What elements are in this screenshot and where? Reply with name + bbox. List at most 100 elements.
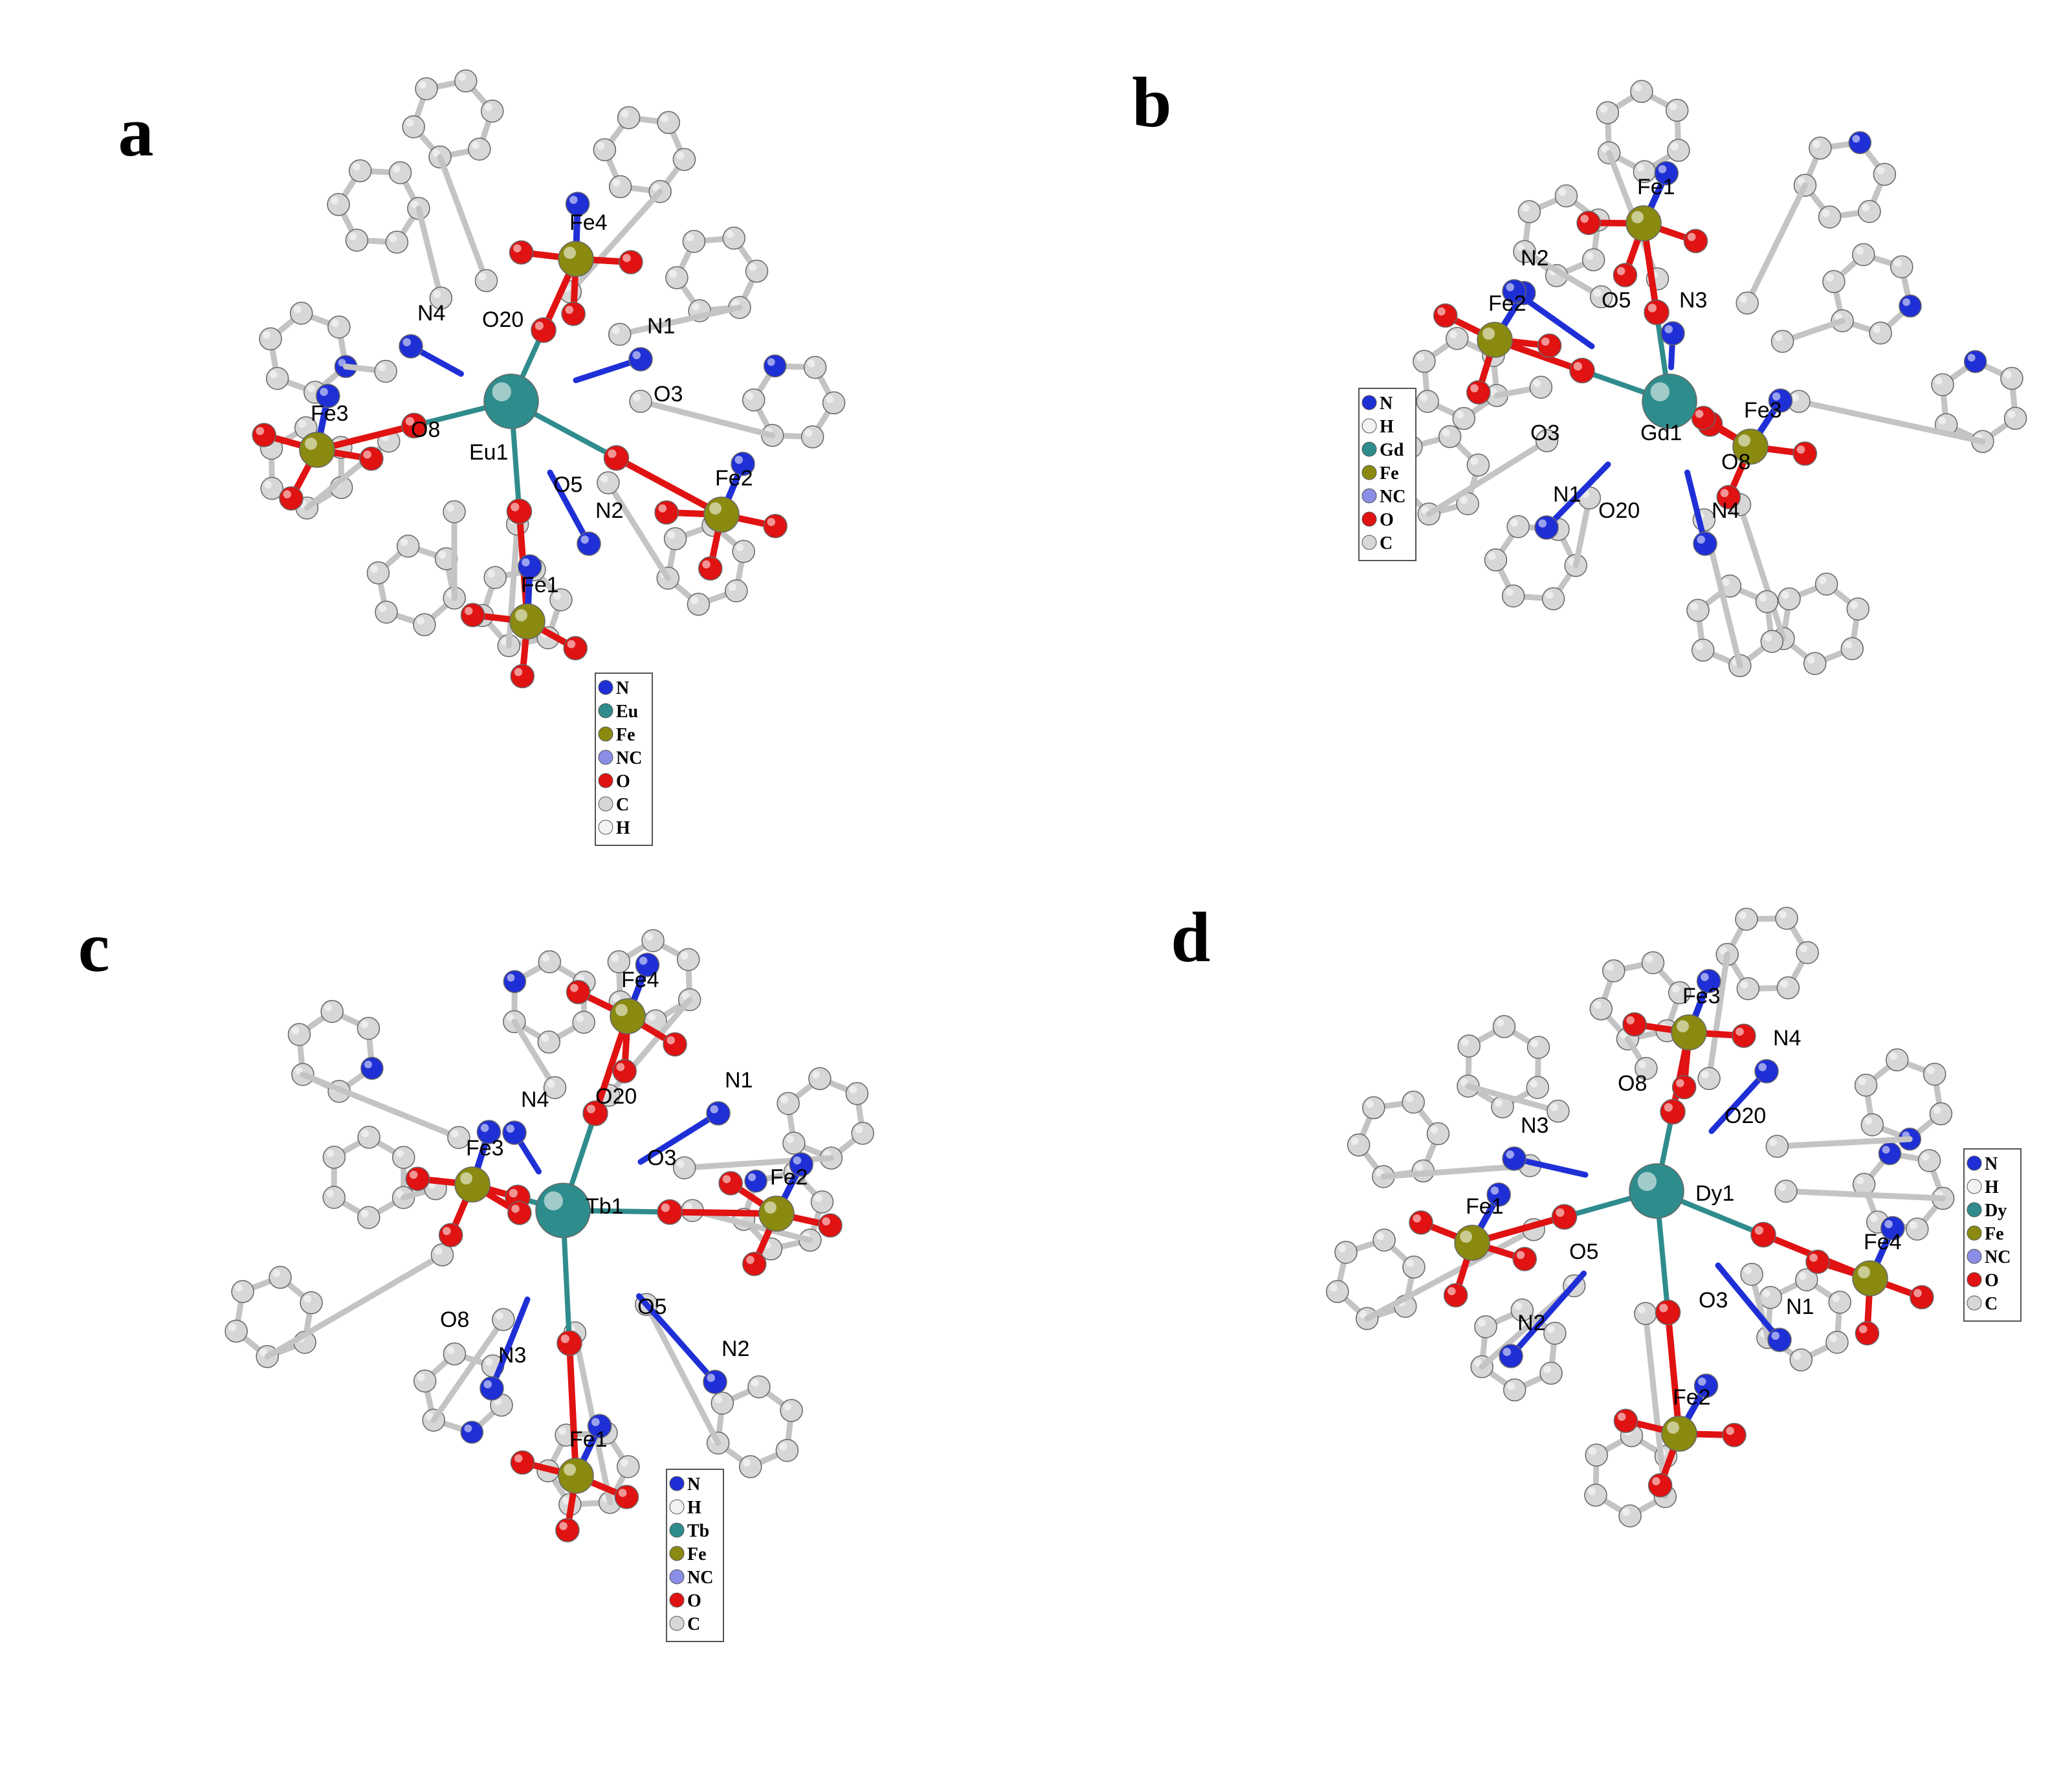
carbon-atom-highlight (378, 363, 386, 372)
oxygen-atom-highlight (283, 490, 292, 499)
atom-label-fe1: Fe1 (521, 573, 559, 597)
carbon-atom (1547, 1099, 1570, 1123)
carbon-atom (722, 227, 745, 250)
carbon-atom (572, 1010, 595, 1034)
n-o-bond (1543, 462, 1611, 531)
nitrogen-atom (1848, 131, 1872, 155)
carbon-atom-highlight (361, 1129, 369, 1138)
carbon-atom-highlight (749, 263, 757, 271)
iron-atom (758, 1196, 795, 1232)
carbon-atom-highlight (433, 290, 441, 298)
oxygen-atom-highlight (464, 606, 473, 616)
carbon-atom (1585, 1443, 1608, 1467)
carbon-atom-highlight (1829, 1334, 1837, 1342)
linker-bond (1426, 438, 1550, 517)
legend-label-o: O (616, 772, 630, 792)
n-o-bond (547, 469, 592, 547)
carbon-atom-highlight (1769, 1139, 1778, 1146)
carbon-atom-highlight (1778, 1183, 1786, 1192)
carbon-atom-highlight (745, 392, 754, 400)
nitrogen-atom-highlight (1697, 535, 1705, 544)
carbon-atom-highlight (1807, 656, 1815, 664)
lanthanide-atom-highlight (544, 1191, 563, 1211)
carbon-atom (1858, 200, 1881, 223)
carbon-atom (402, 115, 425, 139)
linker-bond (511, 1018, 558, 1091)
carbon-atom (1765, 1135, 1789, 1158)
oxygen-atom (557, 1330, 582, 1356)
oxygen-atom-highlight (1556, 1208, 1565, 1217)
carbon-atom (391, 1146, 415, 1169)
oxygen-atom (510, 663, 535, 689)
oxygen-atom (1569, 357, 1595, 384)
carbon-atom-highlight (1550, 1103, 1558, 1111)
carbon-atom-highlight (1812, 140, 1820, 148)
oxygen-atom-highlight (567, 640, 576, 649)
carbon-atom (259, 327, 282, 351)
carbon-atom (1822, 270, 1846, 293)
carbon-atom (225, 1319, 248, 1343)
carbon-atom-highlight (370, 565, 379, 573)
carbon-atom-highlight (779, 1442, 788, 1451)
legend-swatch-dy (1967, 1202, 1982, 1218)
carbon-atom-highlight (668, 270, 677, 278)
nitrogen-atom-highlight (580, 535, 589, 544)
atom-label-n3: N3 (498, 1343, 526, 1368)
panel-letter-c: c (78, 907, 110, 986)
carbon-atom-highlight (1456, 410, 1464, 419)
carbon-atom (1582, 248, 1605, 272)
carbon-atom (1885, 1048, 1909, 1072)
legend-swatch-gd (1361, 441, 1377, 457)
legend-swatch-o (1967, 1272, 1982, 1287)
carbon-atom-highlight (446, 1346, 455, 1354)
carbon-atom (1890, 255, 1913, 278)
carbon-atom-highlight (686, 234, 694, 241)
carbon-atom (672, 148, 696, 172)
carbon-atom (1438, 425, 1462, 449)
oxygen-atom (603, 445, 630, 471)
carbon-atom (851, 1122, 874, 1145)
lanthanide-atom-highlight (1637, 1172, 1657, 1192)
carbon-atom (1873, 162, 1897, 186)
oxygen-atom (1466, 380, 1491, 405)
oxygen-atom-highlight (746, 1256, 755, 1264)
oxygen-atom-highlight (1664, 1103, 1673, 1112)
nitrogen-atom-highlight (1771, 1331, 1780, 1340)
carbon-atom-highlight (1530, 1040, 1539, 1048)
carbon-atom-highlight (419, 81, 427, 89)
carbon-atom (269, 1265, 292, 1289)
nitrogen-atom-highlight (748, 1173, 756, 1181)
legend-label-c: C (1985, 1294, 1998, 1314)
carbon-atom-highlight (661, 115, 669, 123)
carbon-atom-highlight (1938, 417, 1946, 425)
carbon-atom-highlight (1739, 295, 1748, 304)
oxygen-atom-highlight (586, 1104, 595, 1113)
carbon-atom-highlight (1488, 552, 1496, 561)
carbon-atom-highlight (1856, 1176, 1864, 1185)
carbon-atom (1529, 375, 1553, 399)
atom-label-o3: O3 (654, 382, 683, 406)
nitrogen-atom (577, 531, 601, 556)
carbon-atom (1526, 1076, 1549, 1099)
carbon-atom (1697, 1067, 1721, 1091)
carbon-atom (1426, 1122, 1450, 1146)
carbon-atom (348, 159, 372, 183)
oxygen-atom (742, 1252, 767, 1276)
carbon-atom (1413, 350, 1436, 373)
carbon-atom (1334, 1240, 1358, 1264)
carbon-atom-highlight (811, 1071, 820, 1079)
nitrogen-atom-highlight (464, 1424, 472, 1432)
atom-label-o8: O8 (440, 1307, 469, 1332)
carbon-atom-highlight (434, 1247, 443, 1255)
oxygen-atom-highlight (608, 449, 617, 458)
carbon-atom (608, 322, 632, 346)
carbon-atom-highlight (1637, 164, 1645, 172)
atom-label-o20: O20 (1725, 1104, 1766, 1128)
linker-bond (637, 398, 776, 439)
oxygen-atom (698, 556, 723, 581)
oxygen-atom-highlight (535, 321, 544, 330)
iron-atom (558, 241, 594, 277)
linker-bond (643, 1301, 722, 1446)
carbon-atom (687, 592, 711, 616)
